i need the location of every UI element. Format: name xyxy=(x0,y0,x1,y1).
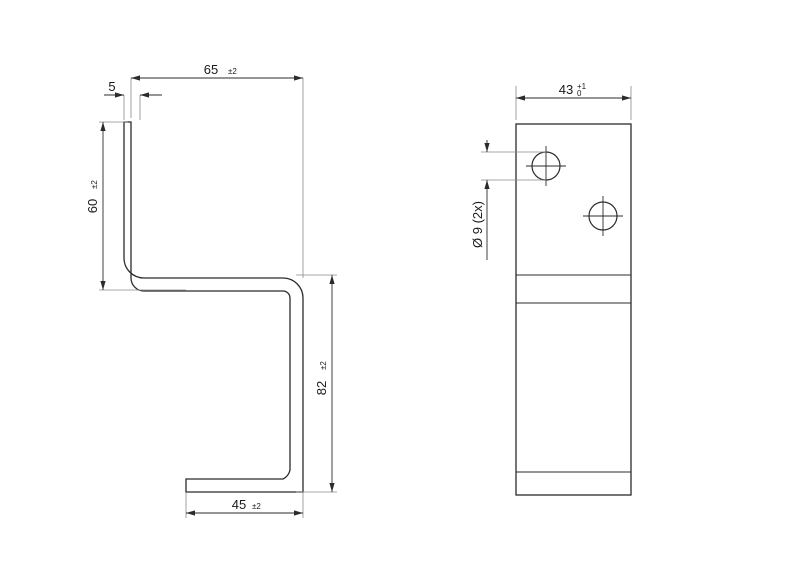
front-view: 43 +1 0 Ø 9 (2x) xyxy=(470,82,632,496)
part-outline-side xyxy=(123,121,304,493)
dimension-82-value: 82 xyxy=(314,381,329,395)
part-inner-edges-side xyxy=(130,122,291,480)
dimension-45-tolerance: ±2 xyxy=(252,502,261,511)
dimension-65-value: 65 xyxy=(204,62,218,77)
side-profile-view: 65 ±2 5 60 ±2 82 ±2 xyxy=(85,62,337,518)
dimension-65-tolerance: ±2 xyxy=(228,67,237,76)
front-bend-lines xyxy=(516,274,631,473)
dimension-43-tolerance-upper: +1 xyxy=(577,82,587,91)
dimension-5-value: 5 xyxy=(108,79,115,94)
front-body-outline xyxy=(515,123,632,496)
dimension-hole-diameter: Ø 9 (2x) xyxy=(470,140,546,260)
dimension-43: 43 +1 0 xyxy=(515,82,632,120)
dimension-82-tolerance: ±2 xyxy=(319,361,328,370)
dimension-45-value: 45 xyxy=(232,497,246,512)
dimension-43-tolerance-lower: 0 xyxy=(577,89,582,98)
dimension-43-value: 43 xyxy=(559,82,573,97)
bracket-profile-contour xyxy=(123,121,304,493)
dimension-60-tolerance: ±2 xyxy=(90,180,99,189)
dimension-45: 45 ±2 xyxy=(185,492,304,518)
part-outline-front xyxy=(515,123,632,496)
dimension-60-value: 60 xyxy=(85,199,100,213)
dimension-60: 60 ±2 xyxy=(85,121,186,291)
dimension-82: 82 ±2 xyxy=(296,274,337,493)
dimension-65: 65 ±2 xyxy=(130,62,304,278)
hole-lower-right xyxy=(583,196,623,236)
dimension-5: 5 xyxy=(104,79,162,120)
dimension-hole-diameter-label: Ø 9 (2x) xyxy=(470,201,485,248)
